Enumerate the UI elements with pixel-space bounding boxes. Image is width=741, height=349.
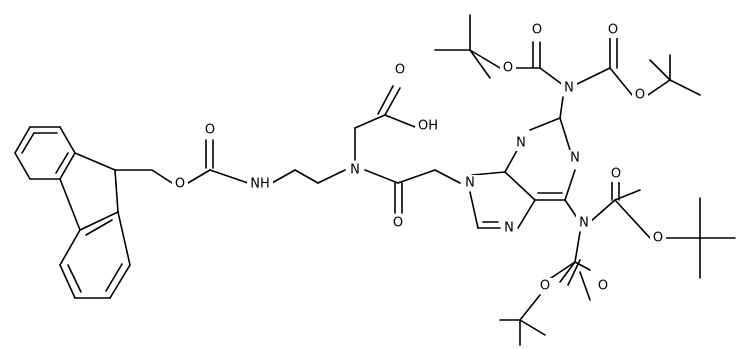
n2-amino-nitrogen-label: N xyxy=(564,81,574,96)
boc3-carbonyl-oxygen-label: O xyxy=(611,167,621,182)
fmoc-carbonyl-oxygen-label: O xyxy=(205,123,215,138)
n6-amino-nitrogen-label: N xyxy=(579,216,589,231)
purine-n9-label: N xyxy=(465,176,475,191)
acid-hydroxyl-label: OH xyxy=(418,119,438,134)
boc1-carbonyl-oxygen-label: O xyxy=(532,23,542,38)
bond-lines xyxy=(14,14,736,346)
boc4-carbonyl-oxygen-label: O xyxy=(598,279,608,294)
fmoc-ester-oxygen-label: O xyxy=(175,177,185,192)
backbone-nitrogen-label: N xyxy=(350,163,360,178)
boc3-ester-oxygen-label: O xyxy=(653,231,663,246)
amide-oxygen-label: O xyxy=(393,216,403,231)
atom-labels: O O NH N O O OH N N N N N N O O O O xyxy=(172,22,666,294)
purine-n7-label: N xyxy=(504,221,514,236)
purine-n1-label: N xyxy=(570,151,580,166)
carbamate-nh-label: NH xyxy=(250,177,270,192)
boc4-ester-oxygen-label: O xyxy=(540,279,550,294)
boc2-ester-oxygen-label: O xyxy=(635,88,645,103)
acid-carbonyl-oxygen-label: O xyxy=(395,63,405,78)
boc1-ester-oxygen-label: O xyxy=(503,61,513,76)
boc2-carbonyl-oxygen-label: O xyxy=(608,23,618,38)
purine-n3-label: N xyxy=(516,136,526,151)
